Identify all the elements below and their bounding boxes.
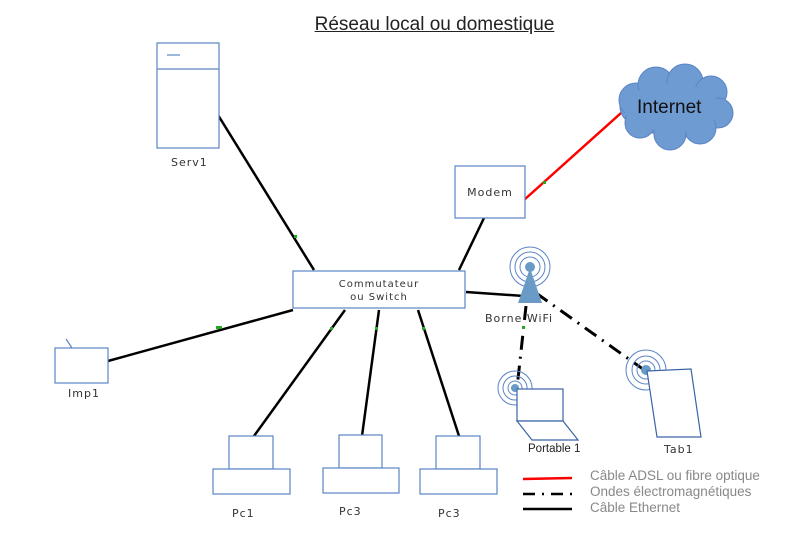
server-label: Serv1 xyxy=(171,156,208,169)
legend-item-wireless: Ondes électromagnétiques xyxy=(590,484,752,499)
cable-modem-internet xyxy=(523,112,622,201)
cable-modem-switch xyxy=(457,217,486,271)
laptop-label: Portable 1 xyxy=(528,443,581,455)
cable-wifi-switch xyxy=(465,290,525,298)
pc-icon[interactable] xyxy=(322,434,400,494)
legend-swatch-adsl xyxy=(522,476,573,481)
cable-server-switch xyxy=(216,114,316,271)
pc-label: Pc3 xyxy=(438,507,461,520)
legend-item-adsl: Câble ADSL ou fibre optique xyxy=(590,468,760,483)
cable-pc2-switch xyxy=(360,309,381,437)
wireless-wifi-laptop xyxy=(515,305,528,389)
legend-item-ethernet: Câble Ethernet xyxy=(590,500,681,515)
tablet-icon[interactable] xyxy=(625,349,702,438)
internet-label: Internet xyxy=(637,97,702,118)
server-icon[interactable] xyxy=(156,42,220,149)
legend-swatches xyxy=(522,476,573,511)
printer-icon[interactable] xyxy=(54,338,109,384)
wifi-label: Borne WiFi xyxy=(485,312,554,325)
page-title: Réseau local ou domestique xyxy=(314,14,555,35)
switch-icon[interactable] xyxy=(292,270,466,309)
switch-label-line1: Commutateur xyxy=(338,279,420,290)
modem-icon[interactable] xyxy=(454,165,526,219)
printer-label: Imp1 xyxy=(68,387,100,400)
wireless-links xyxy=(515,291,648,389)
modem-label: Modem xyxy=(467,186,513,199)
pc-label: Pc3 xyxy=(339,505,362,518)
cable-printer-switch xyxy=(107,308,294,363)
wireless-wifi-tablet xyxy=(535,291,648,374)
wifi-access-point-icon[interactable] xyxy=(509,246,551,303)
ethernet-cables xyxy=(107,114,525,437)
pc-icon[interactable] xyxy=(212,435,291,495)
switch-label: Commutateur ou Switch xyxy=(293,278,465,304)
laptop-icon[interactable] xyxy=(497,370,580,441)
cable-pc3-switch xyxy=(416,309,461,437)
pc-icon[interactable] xyxy=(419,435,498,495)
cloud-icon[interactable] xyxy=(618,63,734,151)
tablet-label: Tab1 xyxy=(664,443,694,456)
pc-label: Pc1 xyxy=(232,507,255,520)
connector-dots xyxy=(216,181,546,330)
cable-pc1-switch xyxy=(252,309,347,437)
switch-label-line2: ou Switch xyxy=(350,292,408,303)
